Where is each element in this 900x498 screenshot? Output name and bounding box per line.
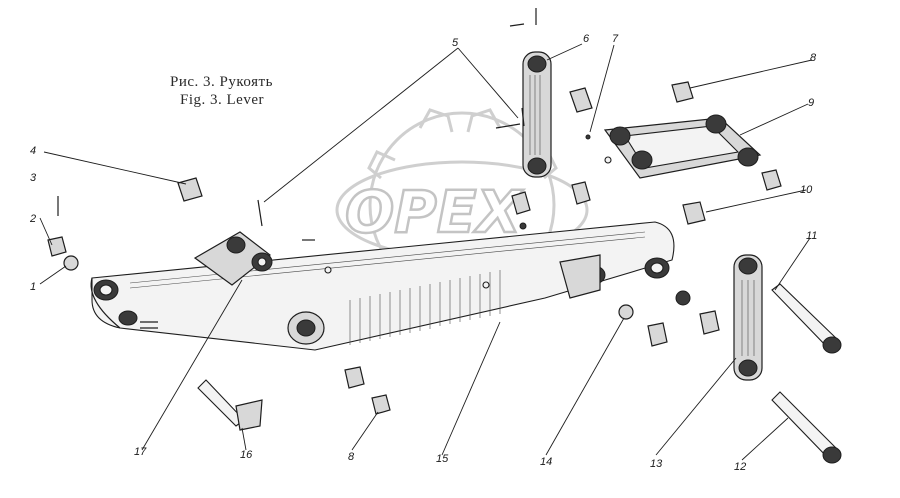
callout-16: 16 — [240, 449, 253, 461]
callout-3: 3 — [30, 172, 37, 184]
callout-8-bottom: 8 — [348, 451, 355, 463]
callout-12: 12 — [734, 461, 746, 473]
callout-9: 9 — [808, 97, 814, 109]
callout-10: 10 — [800, 184, 813, 196]
lever-bracket — [193, 231, 273, 286]
watermark-logo: OPEX — [335, 108, 589, 299]
link-13 — [733, 254, 763, 381]
pin-12 — [771, 391, 842, 464]
callout-14: 14 — [540, 456, 552, 468]
lever-body — [90, 221, 675, 351]
callout-4: 4 — [30, 145, 36, 157]
link-6 — [522, 51, 552, 178]
callout-numbers: 1 2 3 4 5 6 7 8 9 10 11 12 13 14 15 16 1… — [29, 33, 817, 473]
callout-6: 6 — [583, 33, 590, 45]
callout-7: 7 — [612, 33, 619, 45]
watermark-text: OPEX — [345, 178, 524, 246]
callout-13: 13 — [650, 458, 663, 470]
pin-16 — [197, 379, 263, 431]
callout-11: 11 — [806, 230, 817, 242]
link-9 — [603, 114, 762, 179]
callout-1: 1 — [30, 281, 36, 293]
caption-russian: Рис. 3. Рукоять — [170, 74, 273, 90]
callout-15: 15 — [436, 453, 449, 465]
leader-lines — [39, 43, 813, 461]
callout-17: 17 — [134, 446, 147, 458]
pin-11 — [771, 283, 842, 354]
callout-2: 2 — [29, 213, 36, 225]
callout-8-top: 8 — [810, 52, 817, 64]
caption-english: Fig. 3. Lever — [180, 92, 264, 108]
callout-5: 5 — [452, 37, 459, 49]
bushings — [47, 8, 782, 415]
